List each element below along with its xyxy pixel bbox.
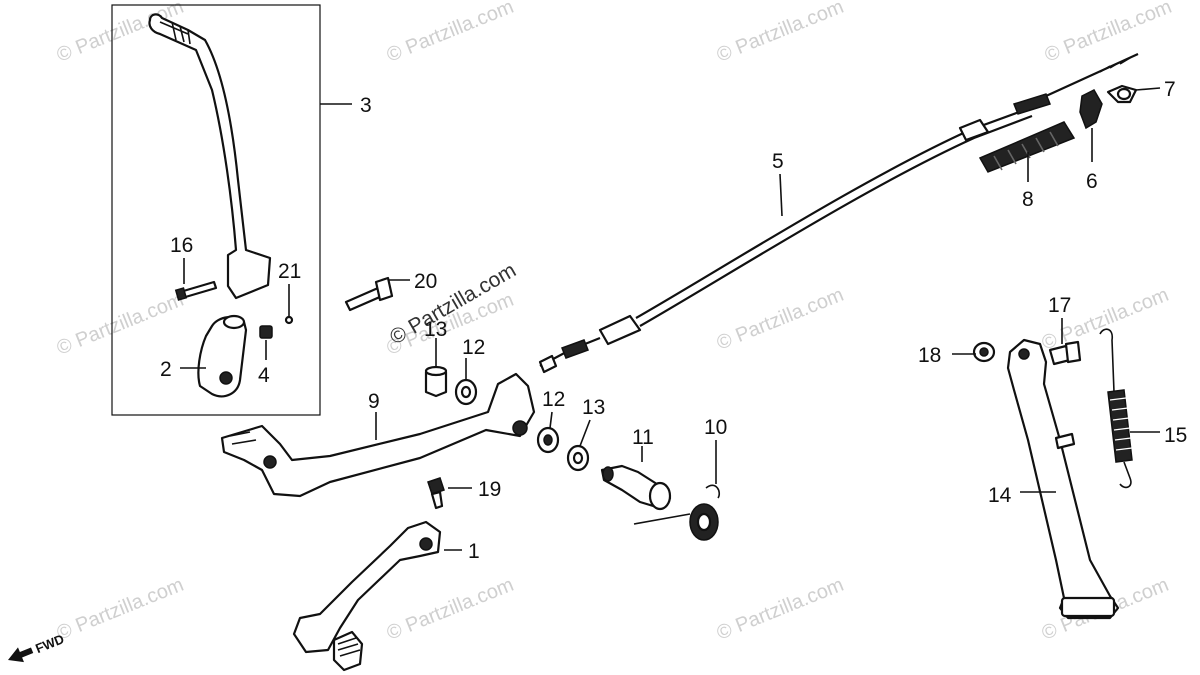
watermark: © Partzilla.com — [384, 0, 517, 67]
watermark: © Partzilla.com — [54, 574, 187, 645]
part-kick-boss — [197, 314, 248, 398]
part-boot-8 — [978, 121, 1076, 173]
watermark: © Partzilla.com — [1042, 0, 1175, 67]
callout-11: 11 — [632, 426, 654, 449]
watermark: © Partzilla.com — [384, 574, 517, 645]
leader-lines — [180, 87, 1161, 551]
part-return-spring-10 — [633, 484, 721, 541]
watermark: © Partzilla.com — [54, 289, 187, 360]
part-wing-nut-7 — [1106, 84, 1138, 104]
part-washer-12-lower — [536, 426, 560, 454]
part-pin-21 — [284, 315, 294, 325]
callout-6: 6 — [1086, 170, 1098, 193]
callout-5: 5 — [772, 150, 784, 173]
part-pivot-bolt-11 — [600, 464, 672, 511]
part-nut-18 — [972, 341, 996, 363]
callout-17: 17 — [1048, 294, 1071, 317]
callout-16: 16 — [170, 234, 193, 257]
part-spring-4 — [259, 325, 273, 339]
part-kickstarter-arm — [148, 13, 272, 300]
callout-12-lower: 12 — [542, 388, 565, 411]
callout-1: 1 — [468, 540, 480, 563]
kickstarter-group-box — [111, 4, 321, 416]
part-washer-12-upper — [454, 378, 478, 406]
callout-10: 10 — [704, 416, 727, 439]
part-clip-6 — [1079, 89, 1103, 130]
callout-3: 3 — [360, 94, 372, 117]
forward-arrow-icon: FWD — [8, 631, 66, 663]
part-spring-15 — [1099, 328, 1133, 489]
callout-labels: 3 16 21 2 4 20 13 12 9 12 13 11 10 19 1 … — [160, 78, 1187, 563]
callout-21: 21 — [278, 260, 301, 283]
part-bolt-20 — [344, 276, 394, 312]
part-collar-13-upper — [424, 365, 448, 398]
forward-label: FWD — [33, 631, 66, 656]
callout-13-upper: 13 — [424, 318, 447, 341]
callout-12-upper: 12 — [462, 336, 485, 359]
callout-8: 8 — [1022, 188, 1034, 211]
callout-7: 7 — [1164, 78, 1176, 101]
part-bolt-17 — [1048, 340, 1082, 366]
callout-19: 19 — [478, 478, 501, 501]
part-washer-13-lower — [566, 444, 590, 472]
part-brake-pedal — [220, 372, 536, 498]
callout-9: 9 — [368, 390, 380, 413]
callout-20: 20 — [414, 270, 437, 293]
callout-2: 2 — [160, 358, 172, 381]
part-brake-cable — [538, 52, 1139, 374]
part-bolt-19 — [427, 477, 445, 510]
watermark: © Partzilla.com — [714, 0, 847, 67]
callout-14: 14 — [988, 484, 1012, 507]
watermark: © Partzilla.com — [714, 284, 847, 355]
part-bolt-16 — [174, 280, 218, 301]
part-side-stand-14 — [1006, 338, 1120, 620]
callout-18: 18 — [918, 344, 941, 367]
part-shift-pedal — [292, 520, 442, 672]
watermark: © Partzilla.com — [714, 574, 847, 645]
callout-4: 4 — [258, 364, 270, 387]
callout-13-lower: 13 — [582, 396, 605, 419]
callout-15: 15 — [1164, 424, 1187, 447]
